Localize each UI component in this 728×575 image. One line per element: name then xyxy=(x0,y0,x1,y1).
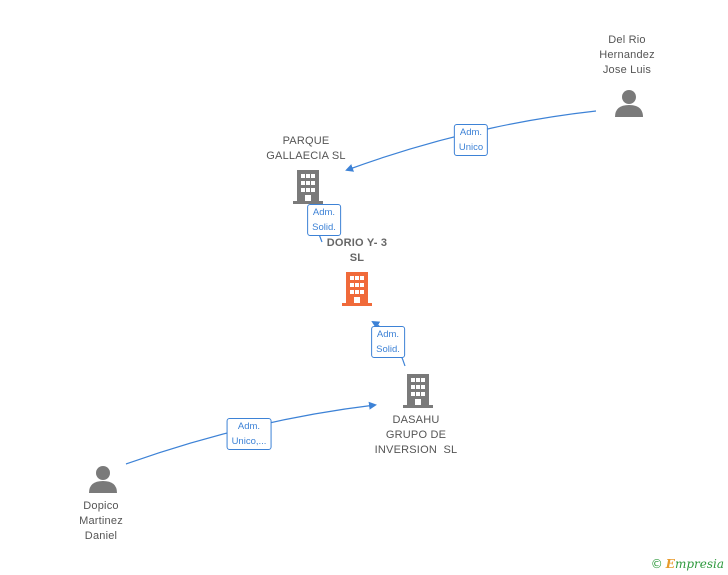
building-icon[interactable] xyxy=(403,374,433,408)
brand-name: mpresia xyxy=(674,557,724,571)
node-label-line: Jose Luis xyxy=(602,64,652,76)
node-label-line: Dopico xyxy=(83,500,119,512)
edge-label-line: Adm. xyxy=(312,207,336,218)
edge-label-line: Adm. xyxy=(459,127,483,138)
edge-label-parque-dorio[interactable]: Adm. Solid. xyxy=(307,204,341,236)
building-icon[interactable] xyxy=(293,170,323,204)
brand-initial: E xyxy=(665,557,675,571)
node-label-line: GRUPO DE xyxy=(385,429,447,441)
node-label-del-rio[interactable]: Del Rio Hernandez Jose Luis xyxy=(599,33,655,78)
edge-label-line: Unico,... xyxy=(231,436,267,447)
node-label-line: Del Rio xyxy=(608,34,646,46)
edge-label-dopico-dasahu[interactable]: Adm. Unico,... xyxy=(226,418,272,450)
person-icon[interactable] xyxy=(614,88,644,118)
node-label-line: INVERSION SL xyxy=(374,444,458,456)
edge-label-line: Unico xyxy=(458,142,484,153)
copyright-icon: © xyxy=(650,557,663,571)
edge-label-dasahu-dorio[interactable]: Adm. Solid. xyxy=(371,326,405,358)
node-label-dorio[interactable]: DORIO Y- 3 SL xyxy=(327,236,387,266)
edge-label-line: Solid. xyxy=(376,344,400,355)
node-label-line: Daniel xyxy=(84,530,118,542)
node-label-line: DORIO Y- 3 xyxy=(326,237,388,249)
edge-label-line: Adm. xyxy=(237,421,261,432)
node-label-line: GALLAECIA SL xyxy=(266,150,346,162)
node-label-parque[interactable]: PARQUE GALLAECIA SL xyxy=(266,134,345,164)
brand-logo[interactable]: ©Empresia xyxy=(651,557,724,571)
edge-label-line: Adm. xyxy=(376,329,400,340)
node-label-line: DASAHU xyxy=(392,414,440,426)
person-icon[interactable] xyxy=(88,464,118,494)
edge-label-line: Solid. xyxy=(312,222,336,233)
node-label-line: PARQUE xyxy=(282,135,330,147)
building-icon-focus[interactable] xyxy=(342,272,372,306)
edge-label-delrio-parque[interactable]: Adm. Unico xyxy=(453,124,489,156)
node-label-line: Hernandez xyxy=(599,49,655,61)
node-label-line: SL xyxy=(349,252,365,264)
node-label-line: Martinez xyxy=(79,515,123,527)
node-label-dopico[interactable]: Dopico Martinez Daniel xyxy=(79,499,123,544)
node-label-dasahu[interactable]: DASAHU GRUPO DE INVERSION SL xyxy=(375,413,458,458)
